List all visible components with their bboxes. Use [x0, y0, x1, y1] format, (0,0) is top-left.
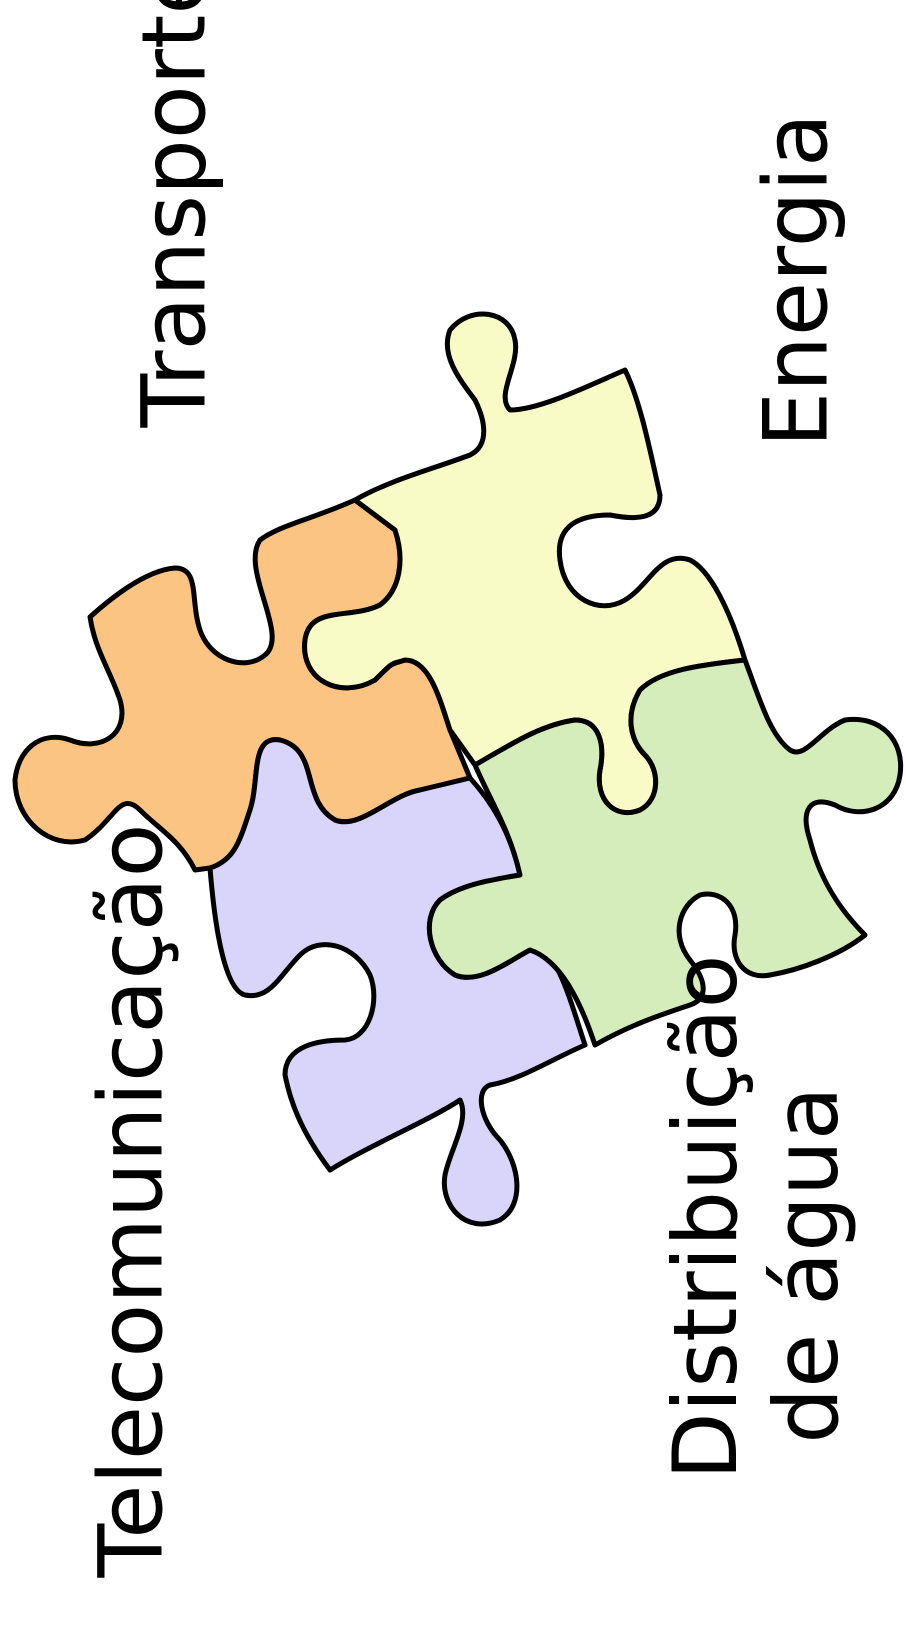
label-distribuicao-line1: Distribuição [655, 1050, 756, 1480]
label-distribuicao-line2: de água [756, 1050, 857, 1480]
label-transportes: Transportes [131, 28, 226, 428]
label-telecomunicacao: Telecomunicação [88, 938, 183, 1578]
label-energia: Energia [753, 168, 848, 448]
label-distribuicao: Distribuição de água [655, 1050, 865, 1480]
